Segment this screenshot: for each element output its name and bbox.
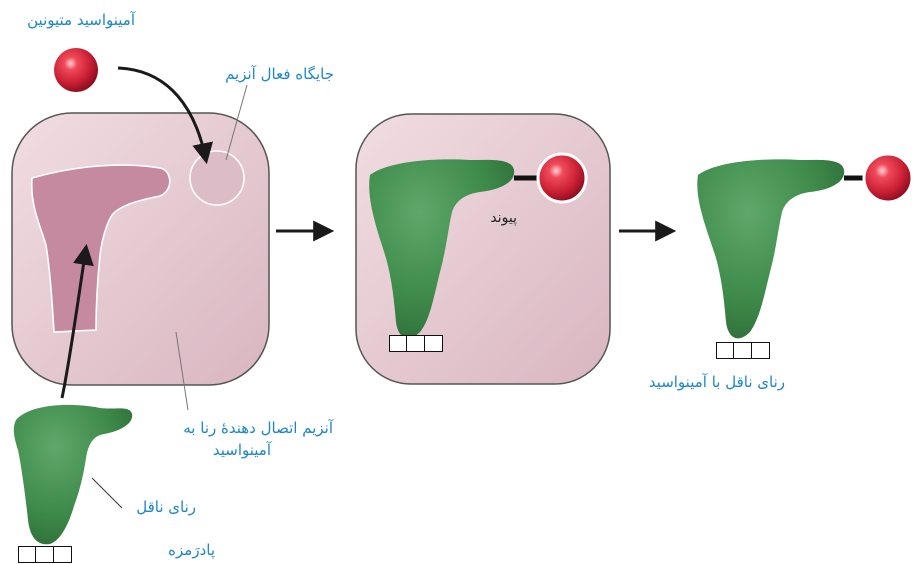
enzyme-label: آنزیم اتصال دهندهٔ رنا به xyxy=(183,418,333,438)
anticodon-boxes-free xyxy=(18,546,72,563)
anticodon-label: پادرَمزه xyxy=(168,540,215,560)
enzyme-label-line2: آمینواسید xyxy=(213,440,271,460)
active-site xyxy=(190,151,244,205)
anticodon-boxes-bound xyxy=(389,335,443,352)
bond-label: پیوند xyxy=(490,208,517,228)
charged-trna xyxy=(697,154,912,338)
anticodon-boxes-charged xyxy=(716,342,770,359)
free-trna xyxy=(14,405,132,544)
trna-shape xyxy=(697,159,844,338)
charged-trna-label: رنای ناقل با آمینواسید xyxy=(649,372,785,392)
active-site-label: جایگاه فعال آنزیم xyxy=(225,64,334,84)
enzyme-step1 xyxy=(12,113,269,385)
attached-amino-acid xyxy=(864,154,912,202)
methionine-amino-acid xyxy=(54,48,98,92)
methionine-label: آمینواسید متیونین xyxy=(27,10,135,30)
bound-amino-acid xyxy=(538,154,586,202)
trna-label: رنای ناقل xyxy=(136,497,196,517)
trna-leader xyxy=(92,478,122,508)
